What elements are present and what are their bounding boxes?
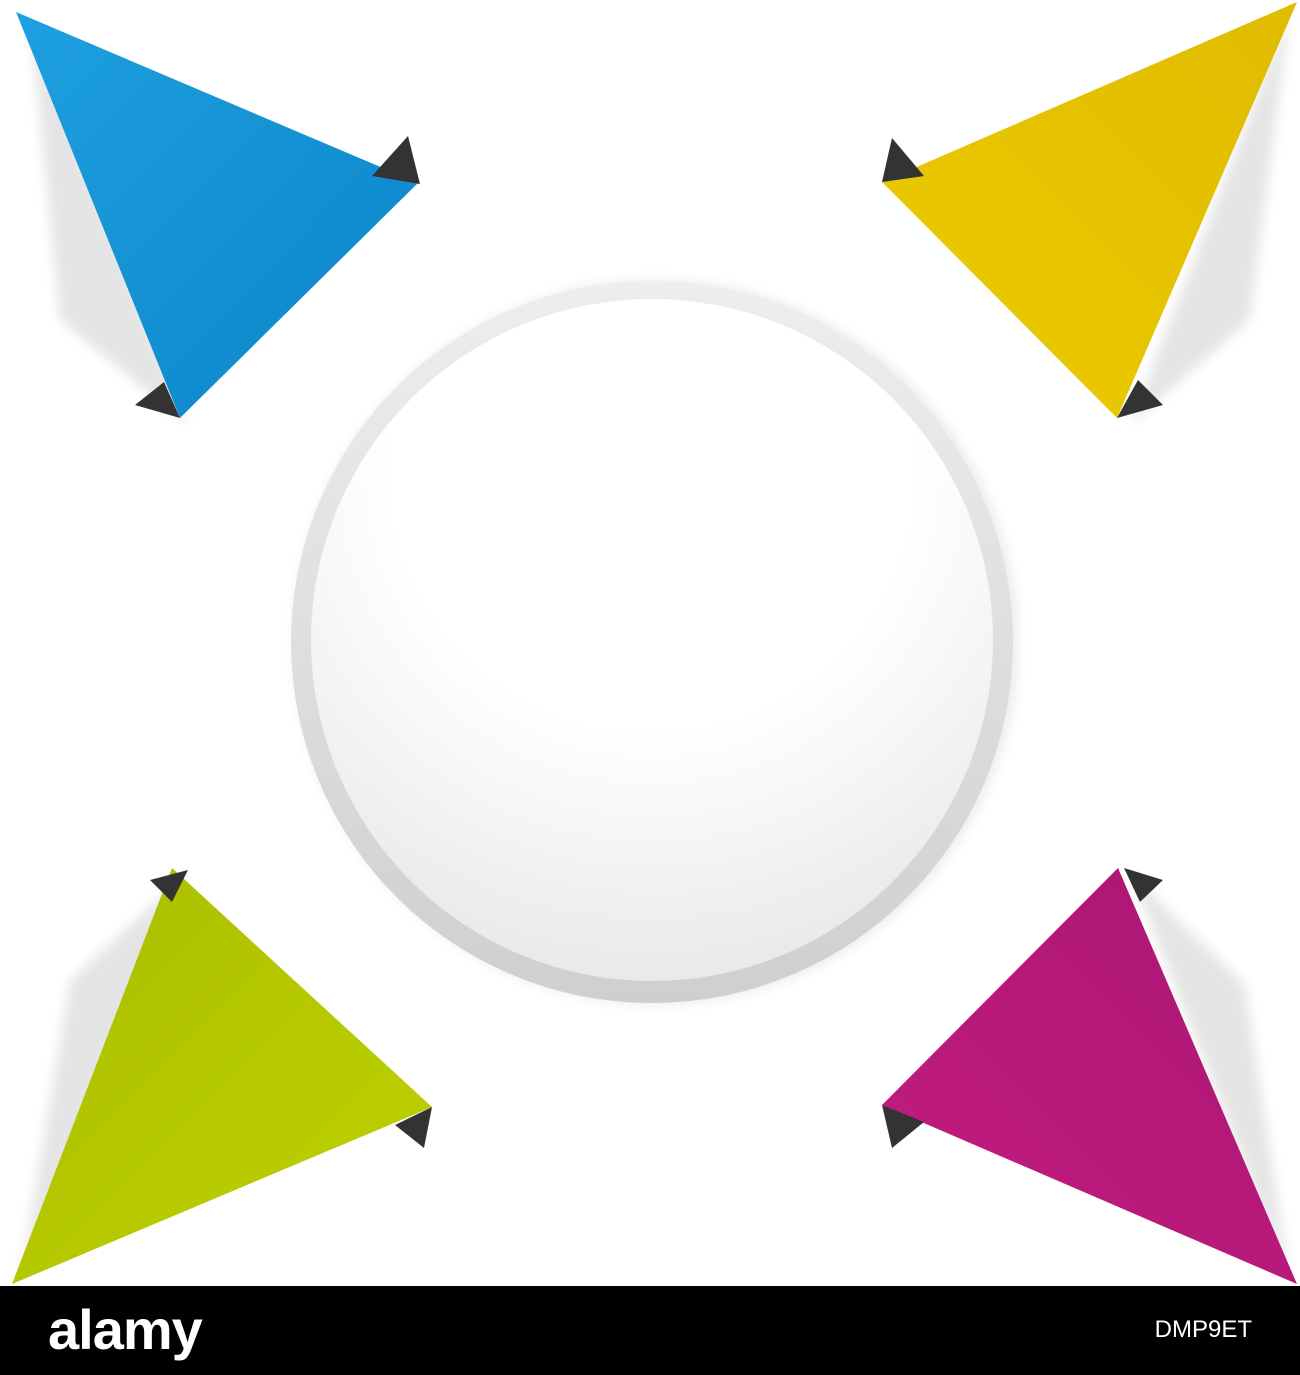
- fold-tab-icon: [1117, 380, 1163, 418]
- image-id-label: DMP9ET: [1154, 1316, 1252, 1343]
- blue-paper-arrow-icon: [16, 12, 420, 425]
- brand-logo: alamy: [48, 1298, 203, 1361]
- yellow-paper-arrow-icon: [882, 2, 1297, 425]
- fold-tab-icon: [882, 138, 924, 182]
- magenta-paper-arrow-icon: [882, 868, 1297, 1284]
- green-paper-arrow-icon: [12, 868, 432, 1284]
- fold-tab-icon: [135, 382, 180, 418]
- blank-circle-badge: [291, 280, 1018, 1004]
- fold-tab-icon: [372, 136, 420, 184]
- fold-tab-icon: [395, 1107, 432, 1148]
- paper-arrows-diagram: [12, 2, 1297, 1284]
- watermark-footer: alamy DMP9ET: [0, 1286, 1300, 1375]
- fold-tab-icon: [882, 1105, 924, 1148]
- fold-tab-icon: [150, 870, 188, 902]
- fold-tab-icon: [1124, 868, 1163, 902]
